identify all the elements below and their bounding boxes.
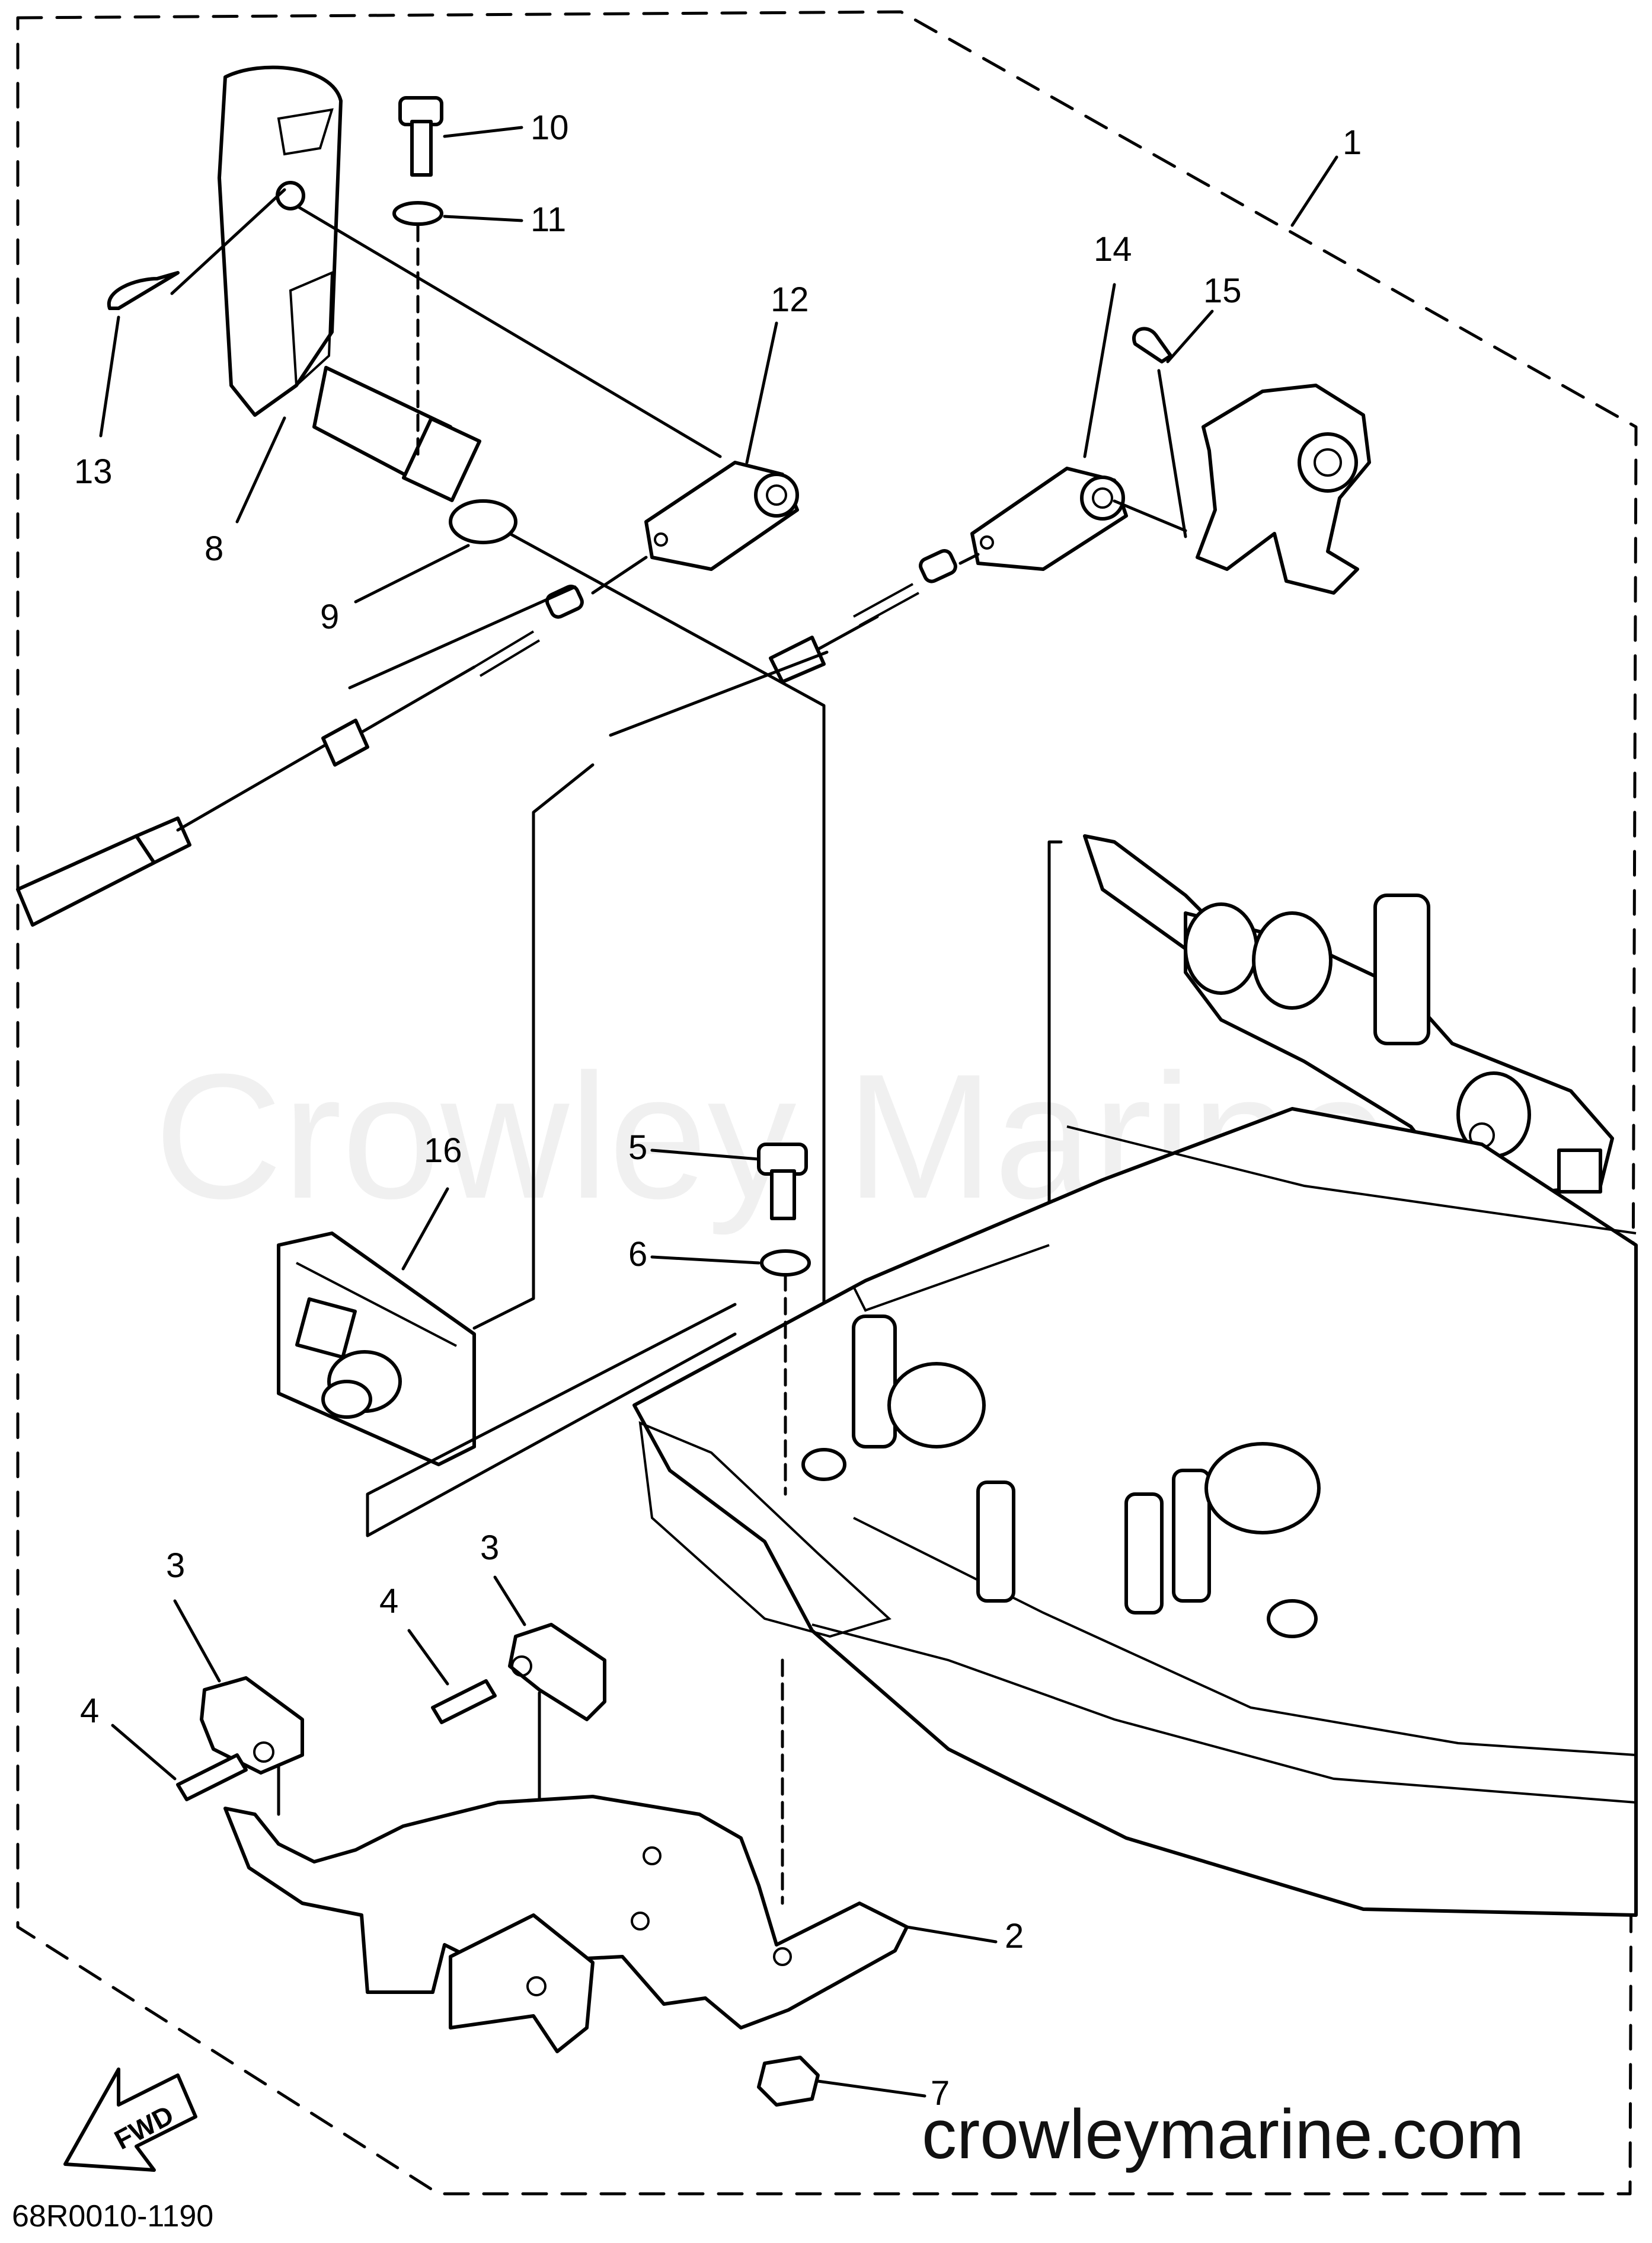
lever-link-line <box>1113 499 1187 532</box>
callout-13: 13 <box>74 452 113 491</box>
shaft-assembly <box>1083 834 1614 1194</box>
leader-13 <box>99 315 120 438</box>
route-line-cover <box>366 1303 737 1537</box>
leader-7 <box>816 2079 926 2098</box>
nut-throttle <box>919 548 957 583</box>
bolt-10 <box>398 96 443 177</box>
cotter-pin-15 <box>1132 327 1172 363</box>
bolt-5 <box>757 1143 808 1220</box>
assembly-boundary <box>16 10 1638 2196</box>
leader-11 <box>443 215 523 222</box>
holder-3-right <box>508 1623 606 1721</box>
throttle-cable <box>348 548 957 690</box>
bracket-2 <box>223 1795 909 2053</box>
callout-6: 6 <box>628 1235 647 1274</box>
bottom-cowling <box>632 1107 1638 1917</box>
washer-11 <box>392 201 443 226</box>
o-ring-9 <box>449 499 517 544</box>
callout-8: 8 <box>204 529 223 568</box>
cover-plate-16 <box>277 1231 476 1466</box>
nut-line-2 <box>958 553 980 565</box>
leader-1 <box>1290 155 1338 227</box>
leader-12 <box>745 321 778 464</box>
shift-lever-12 <box>644 461 799 571</box>
washer-6 <box>760 1249 811 1277</box>
nut-shift <box>545 584 584 619</box>
callout-3-right: 3 <box>480 1529 499 1567</box>
leader-4-right <box>407 1629 449 1686</box>
leader-10 <box>443 126 523 138</box>
leader-4-left <box>111 1724 177 1781</box>
website-url: crowleymarine.com <box>922 2095 1524 2174</box>
route-line-16 <box>472 763 595 1330</box>
throttle-cable-line <box>609 650 829 737</box>
leader-3-left <box>173 1599 221 1683</box>
fwd-arrow-icon: FWD <box>63 2067 197 2172</box>
callout-7: 7 <box>931 2074 950 2113</box>
leader-14 <box>1083 283 1116 458</box>
control-handle <box>218 65 482 502</box>
callout-16: 16 <box>424 1131 462 1170</box>
callout-4-left: 4 <box>80 1692 99 1730</box>
callout-5: 5 <box>628 1128 647 1167</box>
route-line-9 <box>508 532 826 1312</box>
diagram-code: 68R0010-1190 <box>12 2199 213 2234</box>
shift-cable <box>16 584 584 927</box>
callout-4-right: 4 <box>379 1582 398 1620</box>
holder-3-left <box>200 1676 304 1775</box>
callout-10: 10 <box>531 109 569 147</box>
leader-2 <box>905 1925 998 1944</box>
link-bracket <box>1196 384 1371 595</box>
clip-line <box>170 188 286 295</box>
pin-axis-15 <box>1157 369 1187 538</box>
nut-line-1 <box>591 556 648 595</box>
callout-2: 2 <box>1005 1917 1024 1955</box>
nut-7 <box>757 2056 820 2107</box>
handle-pin-line <box>298 206 722 458</box>
leader-3-right <box>493 1575 526 1626</box>
callout-11: 11 <box>531 200 566 239</box>
callout-1: 1 <box>1343 123 1362 162</box>
throttle-lever-14 <box>970 467 1128 571</box>
pin-4-right <box>431 1679 497 1724</box>
hairpin-clip <box>107 271 180 310</box>
callout-14: 14 <box>1094 230 1132 269</box>
callout-3-left: 3 <box>166 1546 185 1585</box>
leader-15 <box>1166 310 1214 363</box>
leader-8 <box>235 416 286 524</box>
callout-15: 15 <box>1203 272 1242 310</box>
callout-12: 12 <box>771 280 809 319</box>
leader-5 <box>650 1148 761 1161</box>
leader-6 <box>650 1255 761 1265</box>
leader-9 <box>354 544 470 604</box>
callout-9: 9 <box>320 598 339 636</box>
pin-4-left <box>176 1753 248 1801</box>
leader-16 <box>401 1187 449 1271</box>
